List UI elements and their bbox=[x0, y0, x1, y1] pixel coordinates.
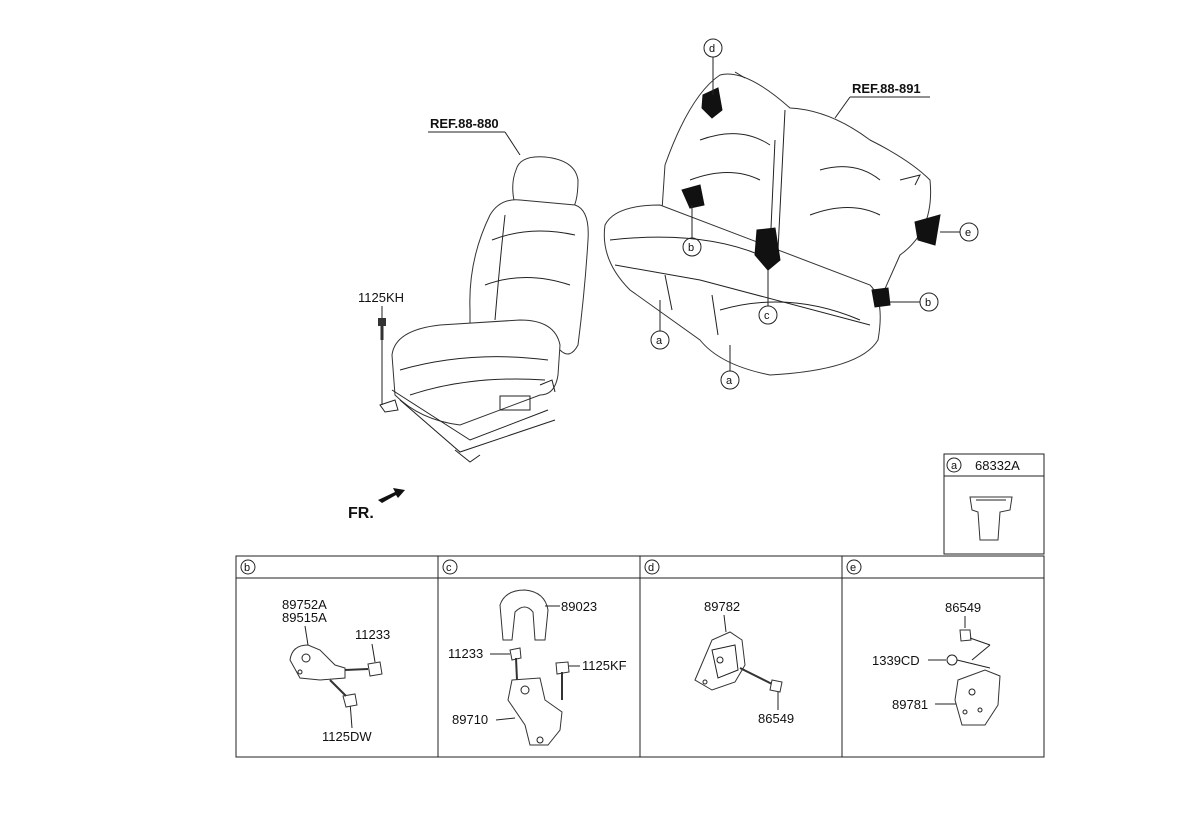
callout-e-circle bbox=[959, 222, 979, 242]
part-11233-b: 11233 bbox=[355, 627, 390, 642]
part-label-1125kh: 1125KH bbox=[358, 290, 404, 305]
ref-label-front: REF.88-880 bbox=[430, 116, 499, 131]
part-89781: 89781 bbox=[892, 697, 928, 712]
part-1125kf: 1125KF bbox=[582, 658, 627, 673]
part-89023: 89023 bbox=[561, 599, 597, 614]
callout-a1-circle bbox=[650, 330, 670, 350]
callout-b2-circle bbox=[919, 292, 939, 312]
callout-b1: b bbox=[688, 242, 694, 254]
part-68332a: 68332A bbox=[975, 458, 1020, 473]
panel-a-letter: a bbox=[951, 460, 958, 472]
panel-c-letter: c bbox=[446, 562, 452, 574]
callout-b1-circle bbox=[682, 237, 702, 257]
callout-a2: a bbox=[726, 375, 733, 387]
part-89710: 89710 bbox=[452, 712, 488, 727]
panel-d-letter: d bbox=[648, 562, 654, 574]
front-arrow-icon bbox=[378, 488, 405, 503]
callout-b2: b bbox=[925, 297, 931, 309]
panel-e: e 86549 1339CD 89781 bbox=[846, 559, 1001, 726]
callout-a2-circle bbox=[720, 370, 740, 390]
callout-c: c bbox=[764, 310, 770, 322]
callout-d-circle bbox=[703, 38, 723, 58]
panel-b: b 89752A 89515A 11233 1125DW bbox=[240, 559, 390, 744]
panel-e-letter: e bbox=[850, 562, 856, 574]
callout-c-circle bbox=[758, 305, 778, 325]
part-1125dw: 1125DW bbox=[322, 729, 372, 744]
ref-label-rear: REF.88-891 bbox=[852, 81, 921, 96]
part-89752a: 89752A bbox=[282, 597, 327, 612]
callout-e: e bbox=[965, 227, 971, 239]
part-89782: 89782 bbox=[704, 599, 740, 614]
callout-a1: a bbox=[656, 335, 663, 347]
part-86549-e: 86549 bbox=[945, 600, 981, 615]
bolt-1125kh: 1125KH bbox=[358, 290, 404, 405]
part-89515a: 89515A bbox=[282, 610, 327, 625]
ref-front-seat: REF.88-880 bbox=[428, 116, 521, 156]
part-86549-d: 86549 bbox=[758, 711, 794, 726]
panel-d: d 89782 86549 bbox=[644, 559, 794, 726]
front-direction-indicator: FR. bbox=[348, 488, 405, 522]
front-direction-label: FR. bbox=[348, 505, 374, 522]
panel-a: a 68332A bbox=[943, 453, 1045, 555]
callout-d: d bbox=[709, 43, 715, 55]
rear-callouts: d b c e b a a bbox=[650, 38, 979, 390]
panel-c: c 89023 11233 1125KF 89710 bbox=[442, 559, 627, 746]
ref-rear-seat: REF.88-891 bbox=[834, 81, 930, 119]
rear-seat bbox=[603, 71, 941, 376]
panel-b-letter: b bbox=[244, 562, 250, 574]
part-11233-c: 11233 bbox=[448, 646, 483, 661]
front-seat bbox=[379, 156, 589, 463]
bottom-panels bbox=[235, 555, 1045, 758]
part-1339cd: 1339CD bbox=[872, 653, 920, 668]
